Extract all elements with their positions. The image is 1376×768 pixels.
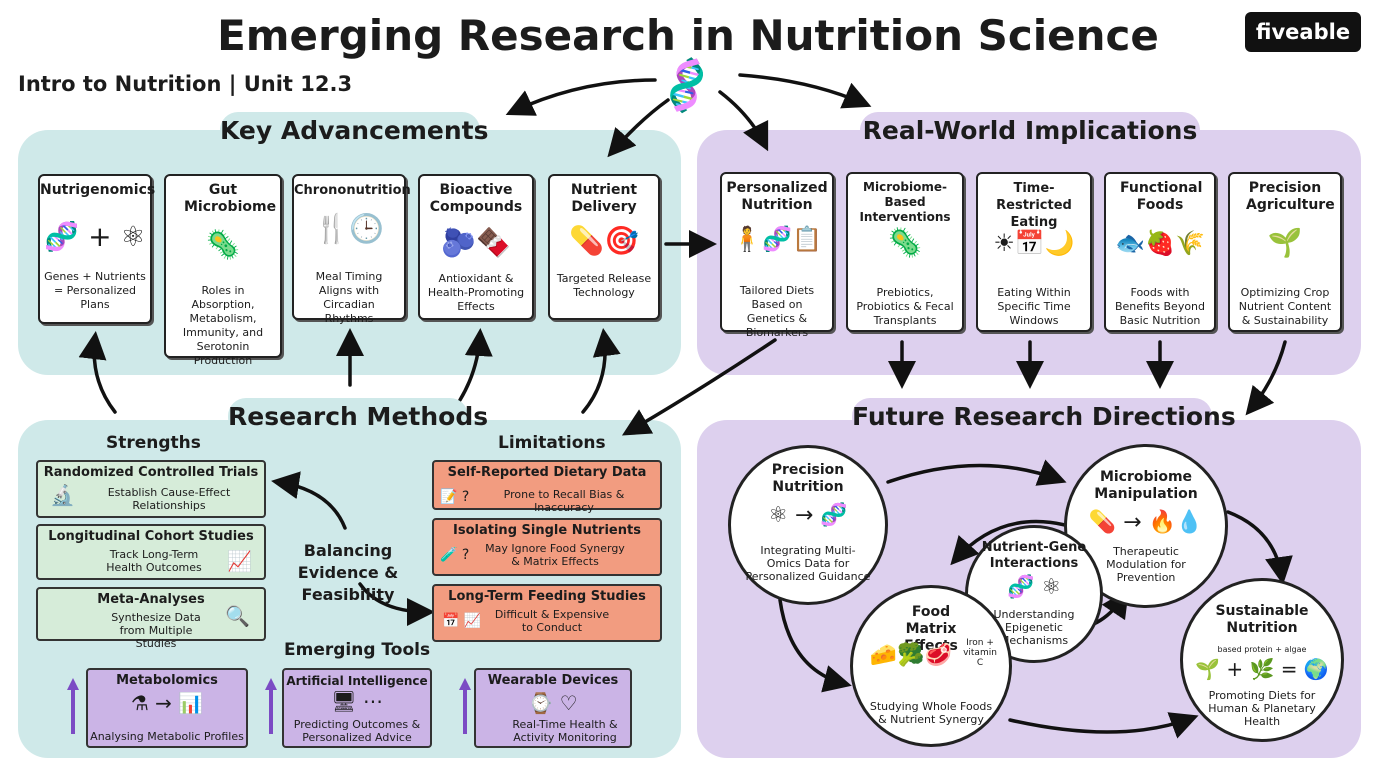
card-nutrigenomics: Nutrigenomics 🧬 + ⚛ Genes + Nutrients = …	[38, 174, 155, 324]
card-bioactive-compounds: Bioactive Compounds 🫐🍫 Antioxidant & Hea…	[418, 174, 534, 320]
arrow-title-to-key	[505, 78, 657, 116]
wearables-box: Wearable Devices ⌚ ♡ Real-Time Health & …	[474, 668, 632, 748]
smartwatch-heart-icon: ⌚ ♡	[528, 691, 578, 715]
dna-molecule-icon: 🧬 ⚛	[1006, 575, 1062, 600]
node-sustainable-nutrition: Sustainable Nutrition based protein + al…	[1180, 578, 1344, 742]
future-title: Future Research Directions	[852, 398, 1236, 436]
flask-chart-icon: ⚗ → 📊	[130, 691, 204, 715]
magnifier-icon: 🔍	[225, 604, 250, 628]
computer-network-icon: 🖥 ⋯	[331, 689, 383, 713]
capsule-flame-icon: 💊 → 🔥💧	[1088, 510, 1204, 535]
dna-molecule-icon: 🧬 + ⚛	[44, 220, 146, 253]
intestine-microbe-icon: 🦠	[887, 226, 923, 259]
dna-icon: 🧬	[654, 53, 721, 119]
fiveable-logo: fiveable	[1245, 12, 1361, 52]
page-subtitle: Intro to Nutrition | Unit 12.3	[18, 72, 353, 96]
card-precision-agriculture: Precision Agriculture 🌱 Optimizing Crop …	[1228, 172, 1342, 332]
person-dna-checklist-icon: 🧍🧬📋	[732, 225, 822, 253]
page-title: Emerging Research in Nutrition Science	[217, 11, 1159, 60]
card-time-restricted-eating: Time-Restricted Eating ☀📅🌙 Eating Within…	[976, 172, 1092, 332]
field-sprout-icon: 🌱	[1267, 226, 1303, 259]
berries-chocolate-icon: 🫐🍫	[441, 226, 511, 259]
card-microbiome-interventions: Microbiome-Based Interventions 🦠 Prebiot…	[846, 172, 964, 332]
limitations-label: Limitations	[498, 433, 606, 453]
emerging-tools-label: Emerging Tools	[284, 640, 431, 660]
microscope-icon: 🔬	[50, 483, 75, 507]
balancing-label: Balancing Evidence & Feasibility	[297, 541, 399, 604]
rct-box: Randomized Controlled Trials 🔬 Establish…	[36, 460, 266, 518]
node-precision-nutrition: Precision Nutrition ⚛ → 🧬 Integrating Mu…	[728, 445, 888, 605]
fish-berry-grain-icon: 🐟🍓🌾	[1115, 229, 1205, 257]
card-chrononutrition: Chrononutrition 🍴🕒 Meal Timing Aligns wi…	[292, 174, 411, 325]
calendar-cost-icon: 📅 📈	[442, 613, 482, 629]
capsule-target-icon: 💊🎯	[569, 224, 639, 257]
clipboard-question-icon: 📝 ?	[440, 489, 470, 505]
metabolomics-box: Metabolomics ⚗ → 📊 Analysing Metabolic P…	[86, 668, 248, 748]
isolating-nutrients-box: Isolating Single Nutrients 🧪 ? May Ignor…	[432, 518, 662, 576]
strengths-label: Strengths	[106, 433, 201, 453]
whole-foods-icon: 🧀🥦🥩	[869, 643, 953, 668]
key-advancements-title: Key Advancements	[220, 112, 489, 150]
ai-box: Artificial Intelligence 🖥 ⋯ Predicting O…	[282, 668, 432, 748]
arrow-title-to-real	[738, 73, 872, 109]
network-dna-icon: ⚛ → 🧬	[768, 503, 848, 528]
real-world-title: Real-World Implications	[860, 112, 1200, 150]
trend-chart-icon: 📈	[227, 549, 252, 573]
microbe-icon: 🦠	[205, 228, 241, 261]
meta-analyses-box: Meta-Analyses 🔍 Synthesize Data from Mul…	[36, 587, 266, 650]
card-personalized-nutrition: Personalized Nutrition 🧍🧬📋 Tailored Diet…	[720, 172, 834, 339]
plant-algae-earth-icon: 🌱 + 🌿 = 🌍	[1195, 657, 1329, 681]
up-arrow-icon	[67, 678, 79, 734]
calendar-sun-moon-icon: ☀📅🌙	[993, 229, 1075, 257]
card-functional-foods: Functional Foods 🐟🍓🌾 Foods with Benefits…	[1104, 172, 1216, 332]
clock-fork-icon: 🍴🕒	[314, 212, 384, 245]
cohort-box: Longitudinal Cohort Studies 📈 Track Long…	[36, 524, 266, 580]
card-nutrient-delivery: Nutrient Delivery 💊🎯 Targeted Release Te…	[548, 174, 660, 320]
card-gut-microbiome: Gut Microbiome 🦠 Roles in Absorption, Me…	[164, 174, 282, 367]
up-arrow-icon	[265, 678, 277, 734]
feeding-studies-box: Long-Term Feeding Studies 📅 📈 Difficult …	[432, 584, 662, 642]
up-arrow-icon	[459, 678, 471, 734]
node-food-matrix: Food Matrix Effects 🧀🥦🥩 Iron + vitamin C…	[850, 585, 1012, 747]
research-methods-title: Research Methods	[228, 398, 488, 436]
test-tube-question-icon: 🧪 ?	[440, 547, 470, 563]
self-reported-box: Self-Reported Dietary Data 📝 ? Prone to …	[432, 460, 662, 514]
